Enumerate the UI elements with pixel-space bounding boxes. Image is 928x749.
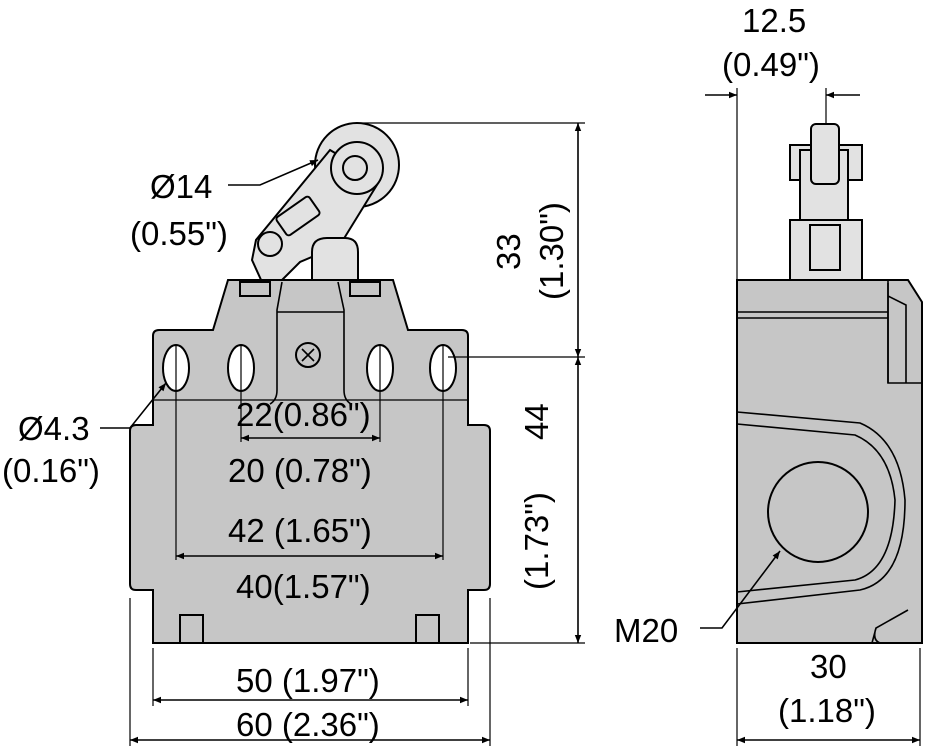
height-body-label: (1.73") (518, 492, 555, 590)
plunger-width-inch-label: (0.49") (722, 46, 820, 83)
height-top-inch-label: (1.30") (533, 202, 570, 300)
side-view (736, 123, 923, 644)
inner-spacing-b-label: 20 (0.78") (228, 452, 372, 489)
outer-spacing-b-label: 40(1.57") (236, 568, 371, 605)
front-dimensions: Ø14 (0.55") Ø4.3 (0.16") 33 (1.30") (1.7… (2, 122, 585, 746)
switch-body (129, 279, 491, 644)
height-top-label: 33 (490, 233, 527, 270)
side-plunger (810, 123, 840, 185)
mounting-slot-left (179, 614, 204, 644)
roller-diameter-label: Ø14 (150, 168, 212, 205)
m20-conduit-entry (767, 461, 869, 563)
lever-pivot (257, 231, 283, 257)
plunger (311, 237, 359, 283)
lever-slot (275, 195, 321, 237)
flange-width-label: 50 (1.97") (236, 662, 380, 699)
total-width-label: 60 (2.36") (236, 706, 380, 743)
side-dimensions: 12.5 (0.49") M20 30 (1.18") (614, 2, 921, 746)
depth-inch-label: (1.18") (778, 692, 876, 729)
depth-label: 30 (810, 648, 847, 685)
inner-spacing-a-label: 22(0.86") (236, 396, 371, 433)
roller-lever (250, 122, 400, 283)
front-view (129, 122, 491, 644)
outer-spacing-a-label: 42 (1.65") (228, 512, 372, 549)
mounting-slot-right (415, 614, 440, 644)
m20-label: M20 (614, 612, 678, 649)
screw-icon (295, 342, 321, 368)
hole-diameter-inch-label: (0.16") (2, 452, 100, 489)
roller-diameter-inch-label: (0.55") (130, 215, 228, 252)
height-body-value: 44 (518, 403, 555, 440)
plunger-width-label: 12.5 (742, 2, 806, 39)
hole-diameter-label: Ø4.3 (18, 410, 90, 447)
side-body (736, 279, 923, 644)
